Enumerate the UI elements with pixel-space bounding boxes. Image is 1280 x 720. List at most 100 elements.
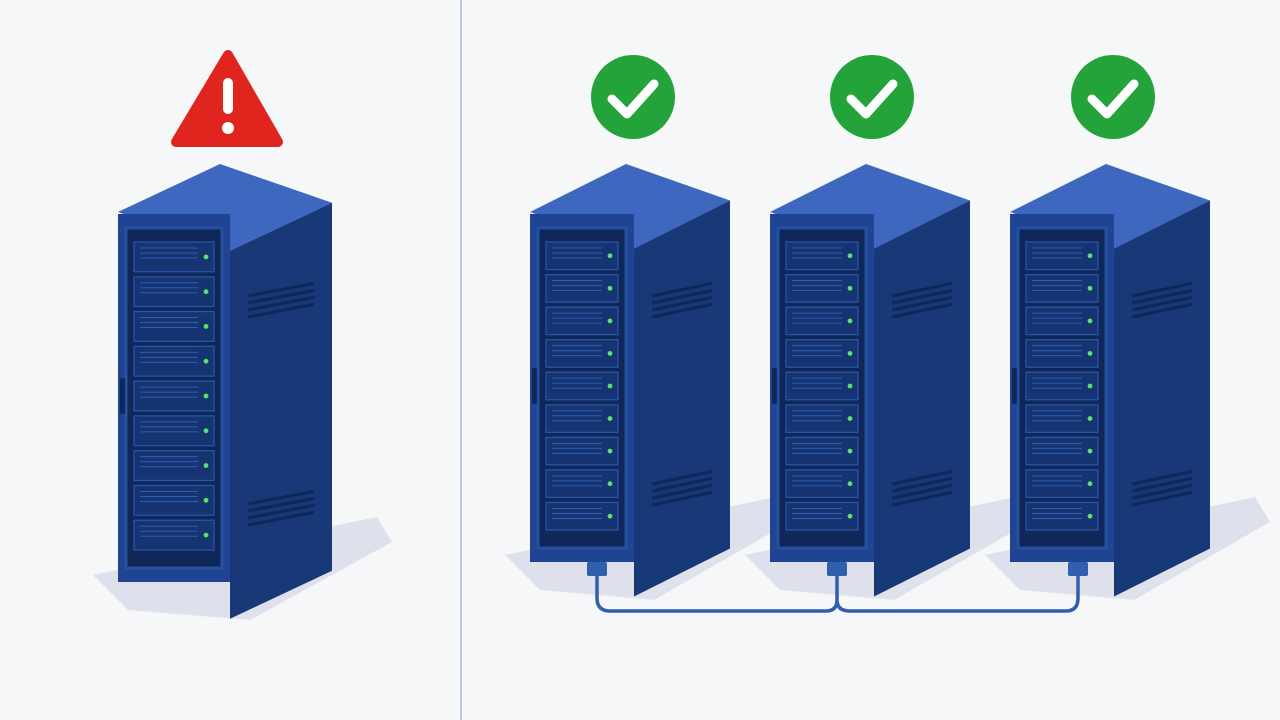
status-led bbox=[1087, 285, 1093, 291]
rack-side bbox=[230, 202, 332, 619]
rack-vent-slot bbox=[1131, 476, 1193, 493]
server-unit bbox=[1025, 339, 1099, 368]
status-led bbox=[203, 289, 209, 295]
rack-handle bbox=[532, 368, 537, 404]
rack-vent-slot bbox=[651, 490, 713, 507]
status-led bbox=[1087, 318, 1093, 324]
server-unit bbox=[545, 371, 619, 401]
server-unit bbox=[785, 371, 859, 401]
rack-vent-slot bbox=[891, 469, 953, 486]
status-led bbox=[1087, 448, 1093, 454]
server-unit bbox=[1025, 241, 1099, 271]
rack-vent-slot bbox=[891, 483, 953, 500]
rack-vent-slot bbox=[891, 295, 953, 312]
check-mark bbox=[607, 79, 659, 119]
server-unit bbox=[133, 276, 215, 308]
check-circle-icon bbox=[1071, 55, 1155, 139]
rack-vent-slot bbox=[651, 295, 713, 312]
rack-vent-slot bbox=[891, 288, 953, 305]
check-mark bbox=[1087, 79, 1139, 119]
status-led bbox=[1087, 351, 1093, 356]
cable-connector bbox=[587, 562, 607, 576]
rack-vent-slot bbox=[651, 281, 713, 298]
server-unit bbox=[1025, 306, 1099, 336]
check-circle-shape bbox=[591, 55, 675, 139]
check-circle-icon bbox=[591, 55, 675, 139]
rack-vent-slot bbox=[1131, 295, 1193, 312]
healthy-server-rack-2 bbox=[770, 164, 970, 597]
rack-vent-slot bbox=[247, 496, 315, 513]
rack-vent-slot bbox=[1131, 490, 1193, 507]
server-unit bbox=[545, 404, 619, 433]
server-unit bbox=[785, 501, 859, 531]
rack-side bbox=[874, 200, 970, 597]
healthy-server-rack-3 bbox=[1010, 164, 1210, 597]
warning-triangle-icon bbox=[171, 50, 283, 147]
server-unit bbox=[545, 436, 619, 466]
rack-vent-slot bbox=[1131, 483, 1193, 500]
network-cable bbox=[587, 562, 1088, 613]
status-led bbox=[607, 351, 613, 356]
check-circle-shape bbox=[1071, 55, 1155, 139]
server-unit bbox=[785, 339, 859, 368]
rack-vent-slot bbox=[651, 469, 713, 486]
server-unit bbox=[785, 436, 859, 466]
server-unit bbox=[785, 241, 859, 271]
server-unit bbox=[1025, 404, 1099, 433]
status-led bbox=[607, 416, 613, 421]
rack-side bbox=[1114, 200, 1210, 597]
status-led bbox=[203, 393, 209, 399]
rack-vent-slot bbox=[891, 490, 953, 507]
server-unit bbox=[785, 469, 859, 499]
cable-connector bbox=[1068, 562, 1088, 576]
cable-line bbox=[595, 574, 1080, 613]
status-led bbox=[847, 253, 853, 259]
rack-handle bbox=[1012, 368, 1017, 404]
rack-vent-slot bbox=[651, 476, 713, 493]
server-unit bbox=[133, 345, 215, 377]
cable-connector bbox=[827, 562, 847, 576]
rack-vent-slot bbox=[247, 489, 315, 506]
server-unit bbox=[133, 519, 215, 551]
server-unit bbox=[545, 501, 619, 531]
server-unit bbox=[1025, 469, 1099, 499]
warning-exclamation-bar bbox=[223, 78, 233, 114]
status-led bbox=[607, 318, 613, 324]
status-led bbox=[847, 416, 853, 421]
rack-side bbox=[634, 200, 730, 597]
rack-vent-slot bbox=[891, 302, 953, 319]
server-unit bbox=[785, 306, 859, 336]
status-led bbox=[607, 481, 613, 487]
server-unit bbox=[133, 450, 215, 482]
status-led bbox=[607, 285, 613, 291]
rack-vent-slot bbox=[247, 302, 315, 319]
rack-vent-slot bbox=[1131, 281, 1193, 298]
healthy-server-rack-1 bbox=[530, 164, 730, 597]
server-unit bbox=[1025, 371, 1099, 401]
status-led bbox=[847, 383, 853, 389]
server-unit bbox=[133, 484, 215, 516]
status-led bbox=[847, 513, 853, 519]
rack-vent-slot bbox=[1131, 302, 1193, 319]
server-unit bbox=[545, 306, 619, 336]
server-unit bbox=[133, 380, 215, 412]
server-unit bbox=[133, 310, 215, 342]
status-led bbox=[203, 324, 209, 329]
rack-vent-slot bbox=[891, 476, 953, 493]
status-led bbox=[847, 318, 853, 324]
check-circle-icon bbox=[830, 55, 914, 139]
status-led bbox=[1087, 253, 1093, 259]
rack-vent-slot bbox=[247, 288, 315, 305]
rack-vent-slot bbox=[247, 295, 315, 312]
rack-vent-slot bbox=[247, 510, 315, 527]
server-unit bbox=[545, 273, 619, 303]
rack-vent-slot bbox=[891, 281, 953, 298]
status-led bbox=[1087, 416, 1093, 421]
server-unit bbox=[133, 415, 215, 447]
rack-vent-slot bbox=[247, 281, 315, 298]
server-unit bbox=[545, 469, 619, 499]
server-unit bbox=[1025, 501, 1099, 531]
status-led bbox=[203, 358, 209, 364]
status-badges bbox=[171, 50, 1155, 147]
